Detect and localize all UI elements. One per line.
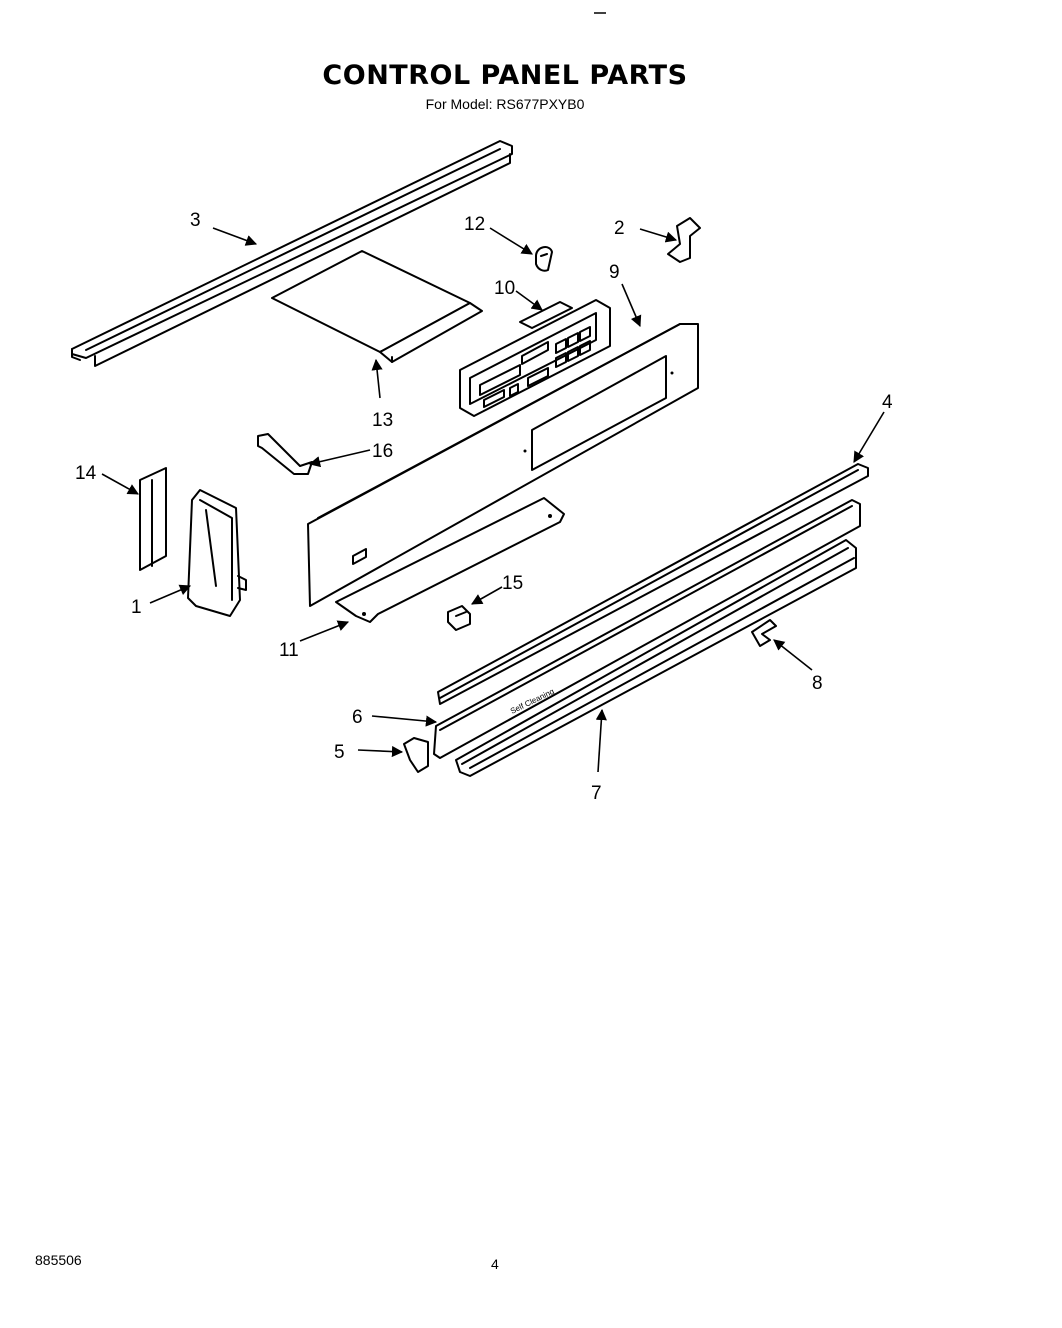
- part-13-insulation: [271, 250, 483, 363]
- part-7-channel: [455, 539, 857, 777]
- part-3-top-rail: [71, 140, 513, 367]
- callout-11: 11: [279, 640, 299, 661]
- callout-10: 10: [494, 278, 515, 299]
- part-16-bracket: [257, 433, 313, 475]
- callout-9: 9: [609, 262, 620, 283]
- callout-15: 15: [502, 573, 523, 594]
- callout-13: 13: [372, 410, 393, 431]
- callout-12: 12: [464, 214, 485, 235]
- page-title: CONTROL PANEL PARTS: [322, 60, 688, 91]
- callout-6: 6: [352, 707, 363, 728]
- part-10-control-module: [459, 299, 611, 417]
- part-8-clip: [751, 619, 777, 647]
- page-number: 4: [491, 1256, 499, 1272]
- part-12-clip: [535, 246, 553, 272]
- part-5-bracket: [403, 737, 429, 773]
- part-2-bracket: [667, 217, 701, 263]
- callout-14: 14: [75, 463, 97, 484]
- callout-8: 8: [812, 673, 823, 694]
- callout-5: 5: [334, 742, 345, 763]
- part-11-bottom-plate: [335, 497, 565, 623]
- part-14-side-insulation: [139, 467, 167, 571]
- document-number: 885506: [35, 1252, 82, 1268]
- part-15-switch: [447, 605, 471, 631]
- part-9-console-panel: [307, 323, 699, 607]
- part-4-trim: [437, 463, 869, 705]
- leader-lines: [101, 227, 885, 773]
- callout-3: 3: [190, 210, 201, 231]
- part-6-front-panel: Self Cleaning: [433, 499, 861, 759]
- callout-7: 7: [591, 783, 602, 804]
- part-1-end-cap: [187, 489, 247, 617]
- callout-1: 1: [131, 597, 142, 618]
- model-subtitle: For Model: RS677PXYB0: [425, 96, 585, 112]
- callout-16: 16: [372, 441, 393, 462]
- callout-labels: 3 2 12 10 9 13 16 14 1 11 15 4 8 6 5 7: [75, 210, 893, 804]
- callout-2: 2: [614, 218, 625, 239]
- callout-4: 4: [882, 392, 893, 413]
